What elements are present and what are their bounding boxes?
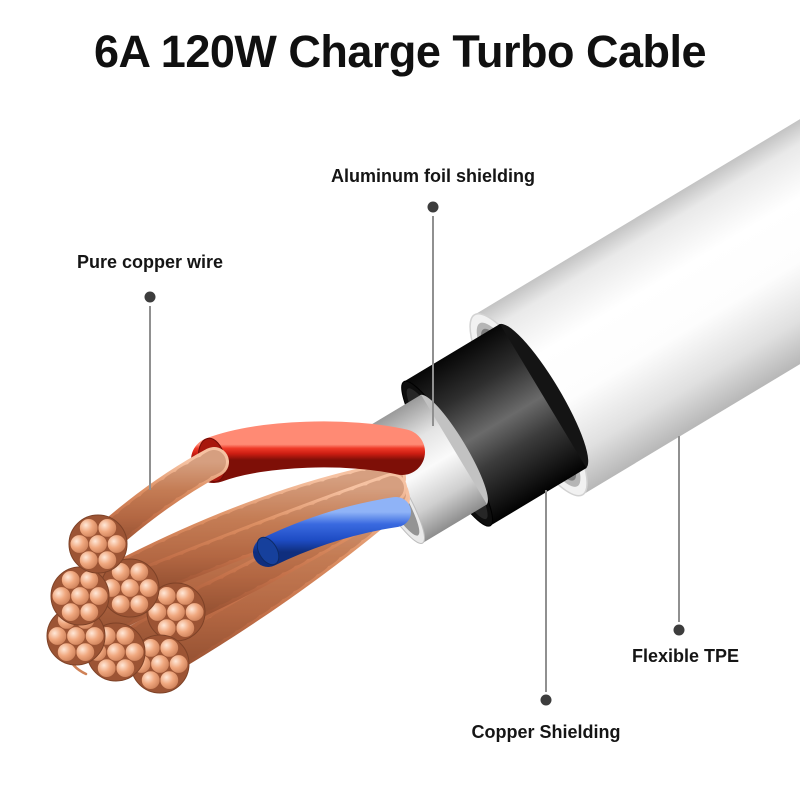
exposed-wires [46,421,425,694]
callout-dot-pure-copper [144,291,156,303]
callout-line-copper-shielding [545,490,547,692]
callout-dot-copper-shielding [540,694,552,706]
label-copper-shielding: Copper Shielding [471,722,621,742]
callout-line-pure-copper [149,306,151,490]
callout-dot-flexible-tpe [673,624,685,636]
label-aluminum-foil-shielding: Aluminum foil shielding [331,166,535,186]
tpe-jacket [474,0,800,495]
callout-dot-aluminum [427,201,439,213]
copper-shield-layer [403,323,587,526]
copper-strand-face [50,566,110,626]
copper-bundle [119,473,407,601]
red-wire [191,421,425,483]
page-title: 6A 120W Charge Turbo Cable [93,26,707,77]
blue-wire-cut-face [256,536,280,566]
label-pure-copper-wire: Pure copper wire [76,252,224,272]
callout-line-flexible-tpe [678,436,680,622]
label-flexible-tpe: Flexible TPE [632,646,740,666]
callout-line-aluminum [432,216,434,426]
blue-wire [253,497,411,567]
copper-strand-face [68,514,128,574]
